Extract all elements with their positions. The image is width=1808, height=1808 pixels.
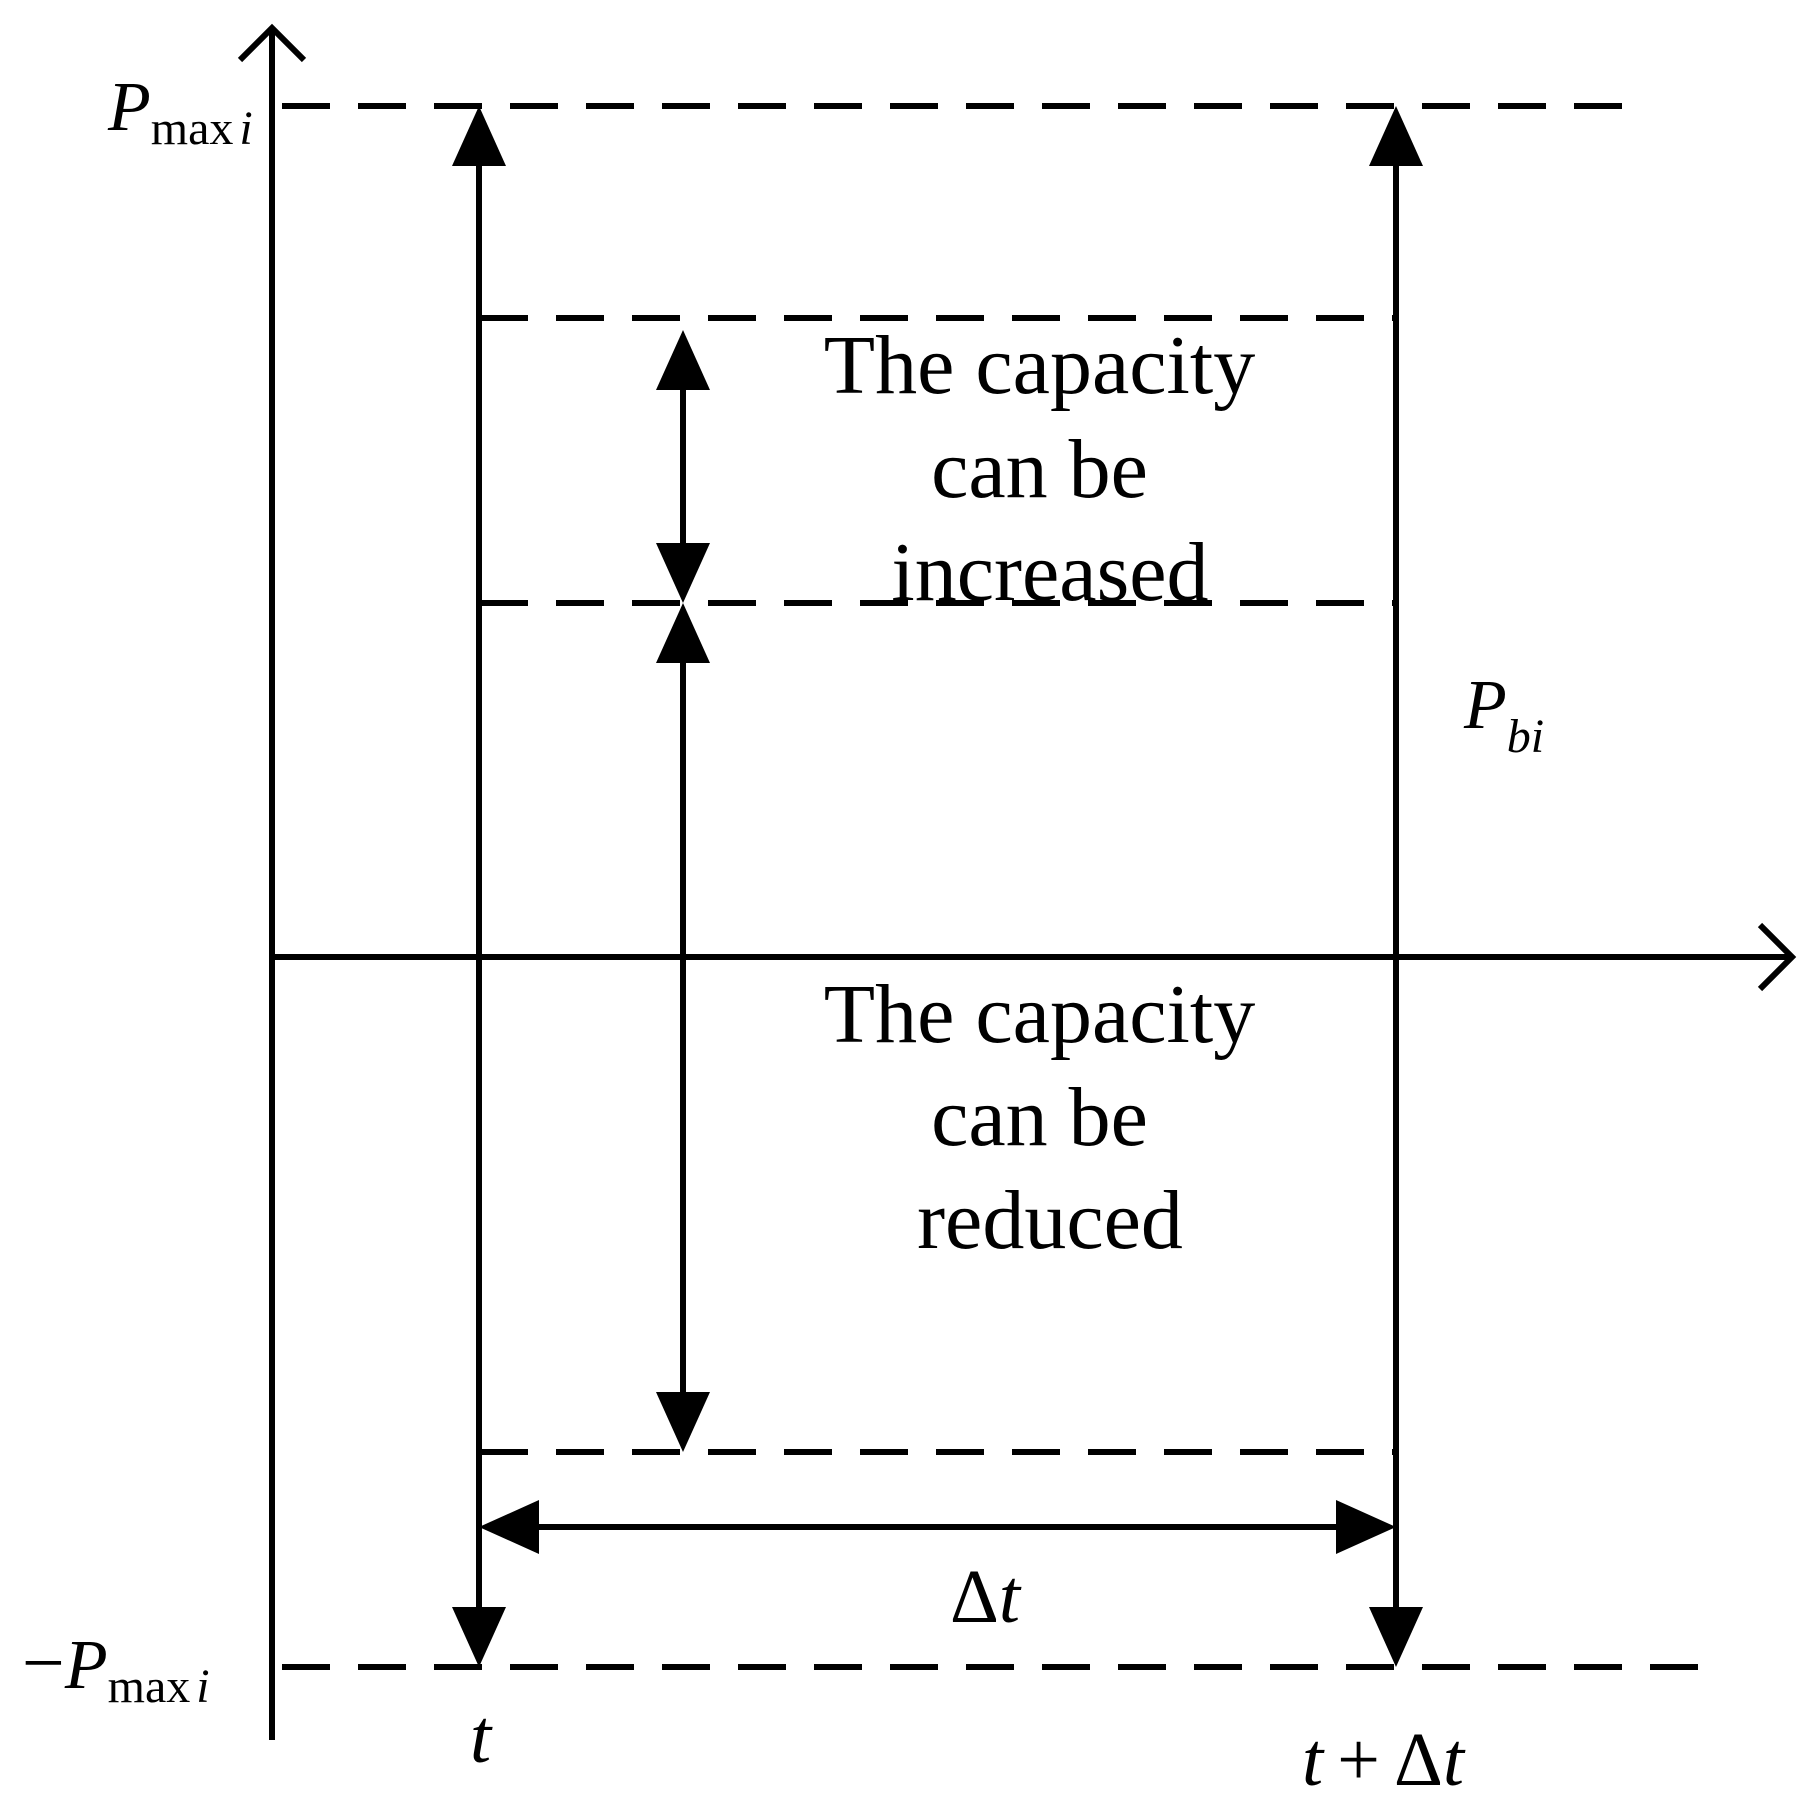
- reduce-up-arrowhead-icon: [656, 603, 710, 663]
- pb-label: Pbi: [1463, 667, 1544, 763]
- y-axis-arrow-icon: [237, 23, 307, 63]
- increase-up-arrowhead-icon: [656, 330, 710, 390]
- dt-left-arrowhead-icon: [479, 1500, 539, 1554]
- t-down-arrowhead-icon: [452, 1607, 506, 1667]
- t-up-arrowhead-icon: [452, 106, 506, 166]
- reduce-down-arrowhead-icon: [656, 1392, 710, 1452]
- reduce-text: The capacity can be reduced: [824, 968, 1276, 1267]
- t-dt-label: t+Δt: [1302, 1718, 1466, 1802]
- x-axis-arrow-icon: [1757, 922, 1797, 992]
- dt-label: Δt: [950, 1555, 1022, 1639]
- increase-down-arrowhead-icon: [656, 543, 710, 603]
- dt-right-arrowhead-icon: [1336, 1500, 1396, 1554]
- t-dt-down-arrowhead-icon: [1369, 1607, 1423, 1667]
- t-label: t: [470, 1695, 493, 1779]
- increase-text: The capacity can be increased: [824, 319, 1276, 619]
- t-dt-up-arrowhead-icon: [1369, 106, 1423, 166]
